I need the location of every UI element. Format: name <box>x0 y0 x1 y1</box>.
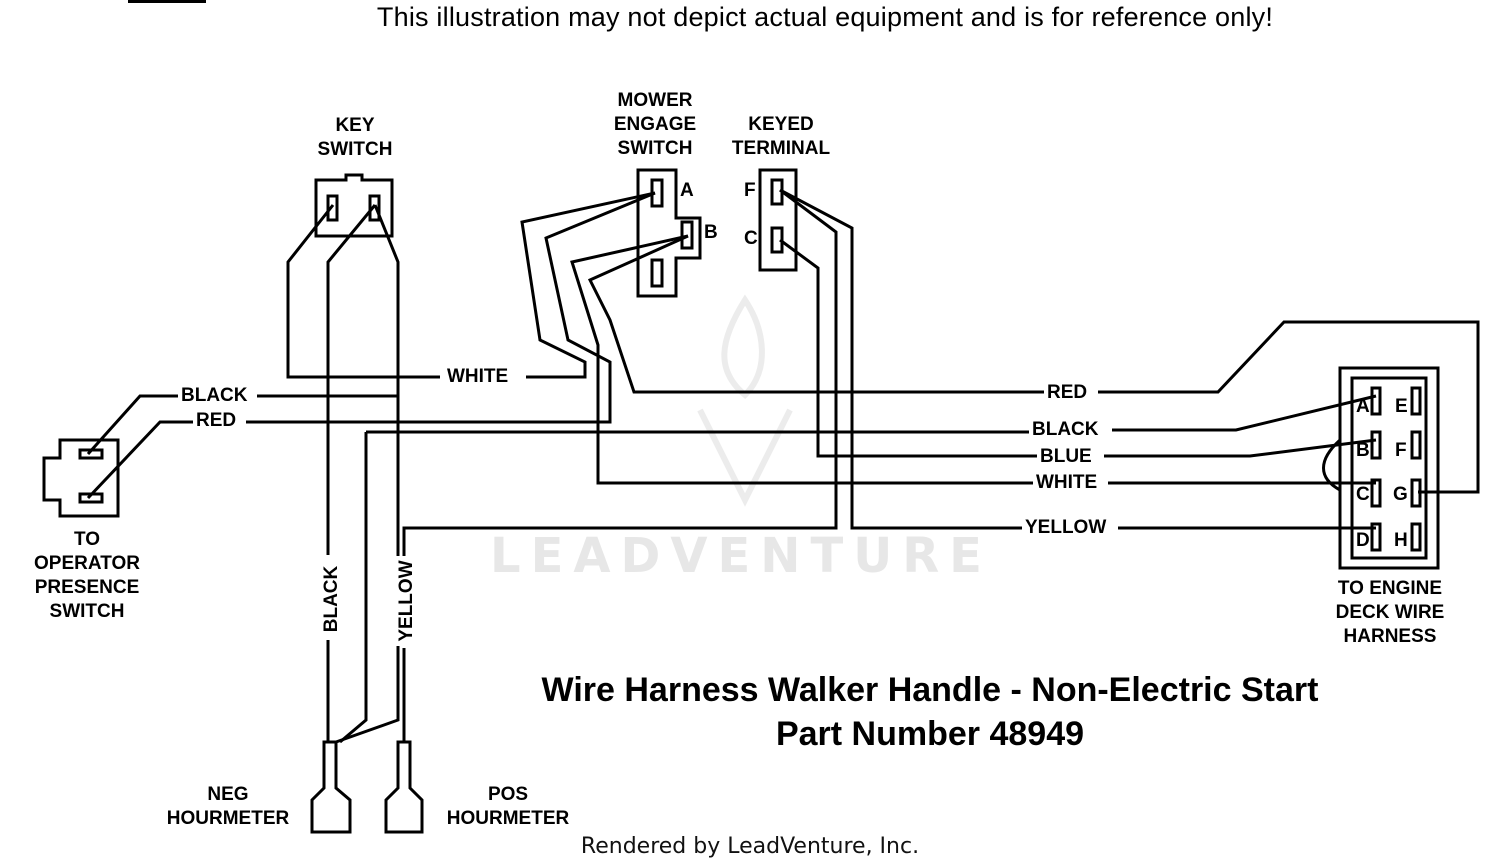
wire-blue-deck <box>1104 438 1377 458</box>
deck-pin-c <box>1370 478 1382 508</box>
deck-pin-b <box>1370 430 1382 460</box>
operator-presence-label: TO OPERATOR PRESENCE SWITCH <box>34 529 140 622</box>
wire-label-white-right: WHITE <box>1033 472 1101 494</box>
keyed-terminal-body <box>758 168 798 272</box>
wire-black-deck <box>1112 394 1377 432</box>
part-number: Part Number 48949 <box>775 715 1085 753</box>
wire-mower-b-1 <box>570 234 1036 485</box>
deck-pin-g-label: G <box>1393 484 1408 505</box>
deck-pin-e <box>1410 386 1422 416</box>
wire-label-yellow-right: YELLOW <box>1022 517 1110 539</box>
mower-pin-a-label: A <box>680 180 694 201</box>
mower-switch-body <box>636 168 702 298</box>
engine-deck-label: TO ENGINE DECK WIRE HARNESS <box>1335 578 1445 647</box>
wire-label-black-vertical: BLACK <box>321 561 343 637</box>
deck-pin-f <box>1410 430 1422 460</box>
wire-red-operator <box>86 420 194 500</box>
pos-hourmeter-label: POS HOURMETER <box>446 784 570 829</box>
neg-hourmeter-terminal <box>310 740 352 834</box>
watermark: LEADVENTURE <box>490 528 992 584</box>
deck-pin-d-label: D <box>1356 530 1370 551</box>
wire-keyed-f <box>779 188 1022 530</box>
wire-black-operator <box>86 394 178 456</box>
disclaimer: This illustration may not depict actual … <box>376 2 1274 32</box>
keyed-terminal-label: KEYED TERMINAL <box>731 114 831 159</box>
key-switch-terminal-right <box>368 194 381 222</box>
keyed-pin-f-label: F <box>744 180 756 201</box>
deck-pin-a <box>1370 386 1382 416</box>
keyed-pin-c-label: C <box>744 228 758 249</box>
neg-hourmeter-label: NEG HOURMETER <box>166 784 290 829</box>
wire-key-to-neg <box>335 204 400 744</box>
mower-terminal-b <box>680 220 694 250</box>
deck-pin-d <box>1370 522 1382 552</box>
deck-pin-h-label: H <box>1394 530 1408 551</box>
deck-pin-b-label: B <box>1356 440 1370 461</box>
deck-pin-c-label: C <box>1356 484 1370 505</box>
mower-pin-b-label: B <box>704 222 718 243</box>
deck-connector-outer <box>1338 366 1440 570</box>
deck-pin-f-label: F <box>1395 440 1407 461</box>
deck-pin-h <box>1410 522 1422 552</box>
wire-key-white <box>286 204 440 379</box>
mower-terminal-lower <box>650 258 664 288</box>
wire-label-black-right: BLACK <box>1029 419 1102 441</box>
key-switch-terminal-left <box>326 194 339 222</box>
wire-key-black <box>326 204 377 555</box>
pos-hourmeter-terminal <box>384 740 424 834</box>
top-rule <box>128 0 206 3</box>
deck-pin-a-label: A <box>1356 396 1370 417</box>
wire-label-black-left: BLACK <box>178 385 251 407</box>
key-switch-body <box>314 173 394 238</box>
mower-engage-switch-label: MOWER ENGAGE SWITCH <box>613 90 697 159</box>
wire-label-red-right: RED <box>1044 382 1091 404</box>
deck-connector-inner <box>1350 376 1428 560</box>
wire-key-black-second <box>332 205 375 742</box>
deck-pin-e-label: E <box>1395 396 1408 417</box>
wire-label-white-top: WHITE <box>444 366 512 388</box>
wire-keyed-c <box>779 238 1040 458</box>
wire-white-to-mower-a <box>520 191 656 379</box>
diagram-title: Wire Harness Walker Handle - Non-Electri… <box>541 671 1319 709</box>
wire-mower-b-2 <box>587 234 1046 394</box>
watermark-logo-icon <box>697 294 793 507</box>
wire-label-blue-right: BLUE <box>1037 446 1095 468</box>
wire-label-yellow-vertical: YELLOW <box>396 556 418 646</box>
footer-credit: Rendered by LeadVenture, Inc. <box>580 834 920 859</box>
key-switch-label: KEY SWITCH <box>317 115 393 160</box>
wire-label-red-left: RED <box>193 410 240 432</box>
wire-red-deck <box>1098 320 1480 494</box>
